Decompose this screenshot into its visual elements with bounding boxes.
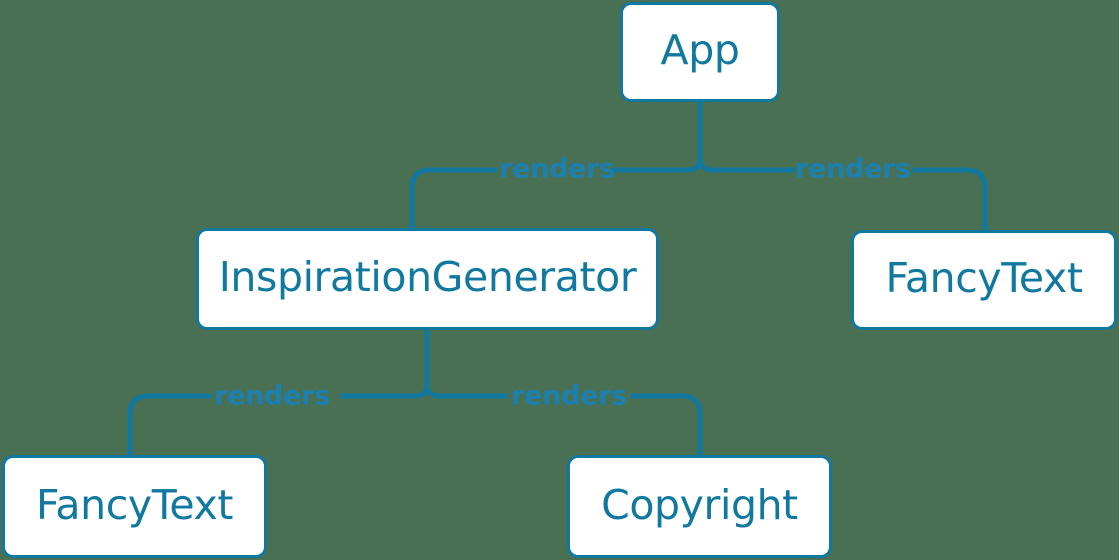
edge-app-to-fancytext-right xyxy=(912,167,988,230)
node-app[interactable]: App xyxy=(620,2,780,102)
edge-label-inspirationgenerator-to-copyright: renders xyxy=(511,380,627,412)
edge-inspirationgenerator-stem-left xyxy=(340,383,430,399)
edge-app-stem-left xyxy=(612,157,703,173)
edge-label-app-to-inspirationgenerator: renders xyxy=(499,153,615,185)
node-fancytext-bottom[interactable]: FancyText xyxy=(2,455,267,558)
edge-label-app-to-fancytext-right: renders xyxy=(795,153,911,185)
node-copyright[interactable]: Copyright xyxy=(567,455,832,558)
edge-app-stem xyxy=(697,102,795,173)
node-inspirationgenerator[interactable]: InspirationGenerator xyxy=(196,228,659,330)
node-fancytext-right-label: FancyText xyxy=(885,254,1083,302)
node-copyright-label: Copyright xyxy=(601,480,798,529)
edge-inspirationgenerator-to-copyright xyxy=(630,393,703,455)
edge-inspirationgenerator-to-fancytext-bottom xyxy=(127,393,212,455)
node-inspirationgenerator-label: InspirationGenerator xyxy=(218,253,637,301)
node-app-label: App xyxy=(660,26,740,74)
edge-app-to-inspirationgenerator xyxy=(409,167,497,228)
node-fancytext-right[interactable]: FancyText xyxy=(851,230,1117,330)
edge-label-inspirationgenerator-to-fancytext-bottom: renders xyxy=(214,380,330,412)
edge-inspirationgenerator-stem xyxy=(424,330,508,399)
node-fancytext-bottom-label: FancyText xyxy=(35,480,234,529)
